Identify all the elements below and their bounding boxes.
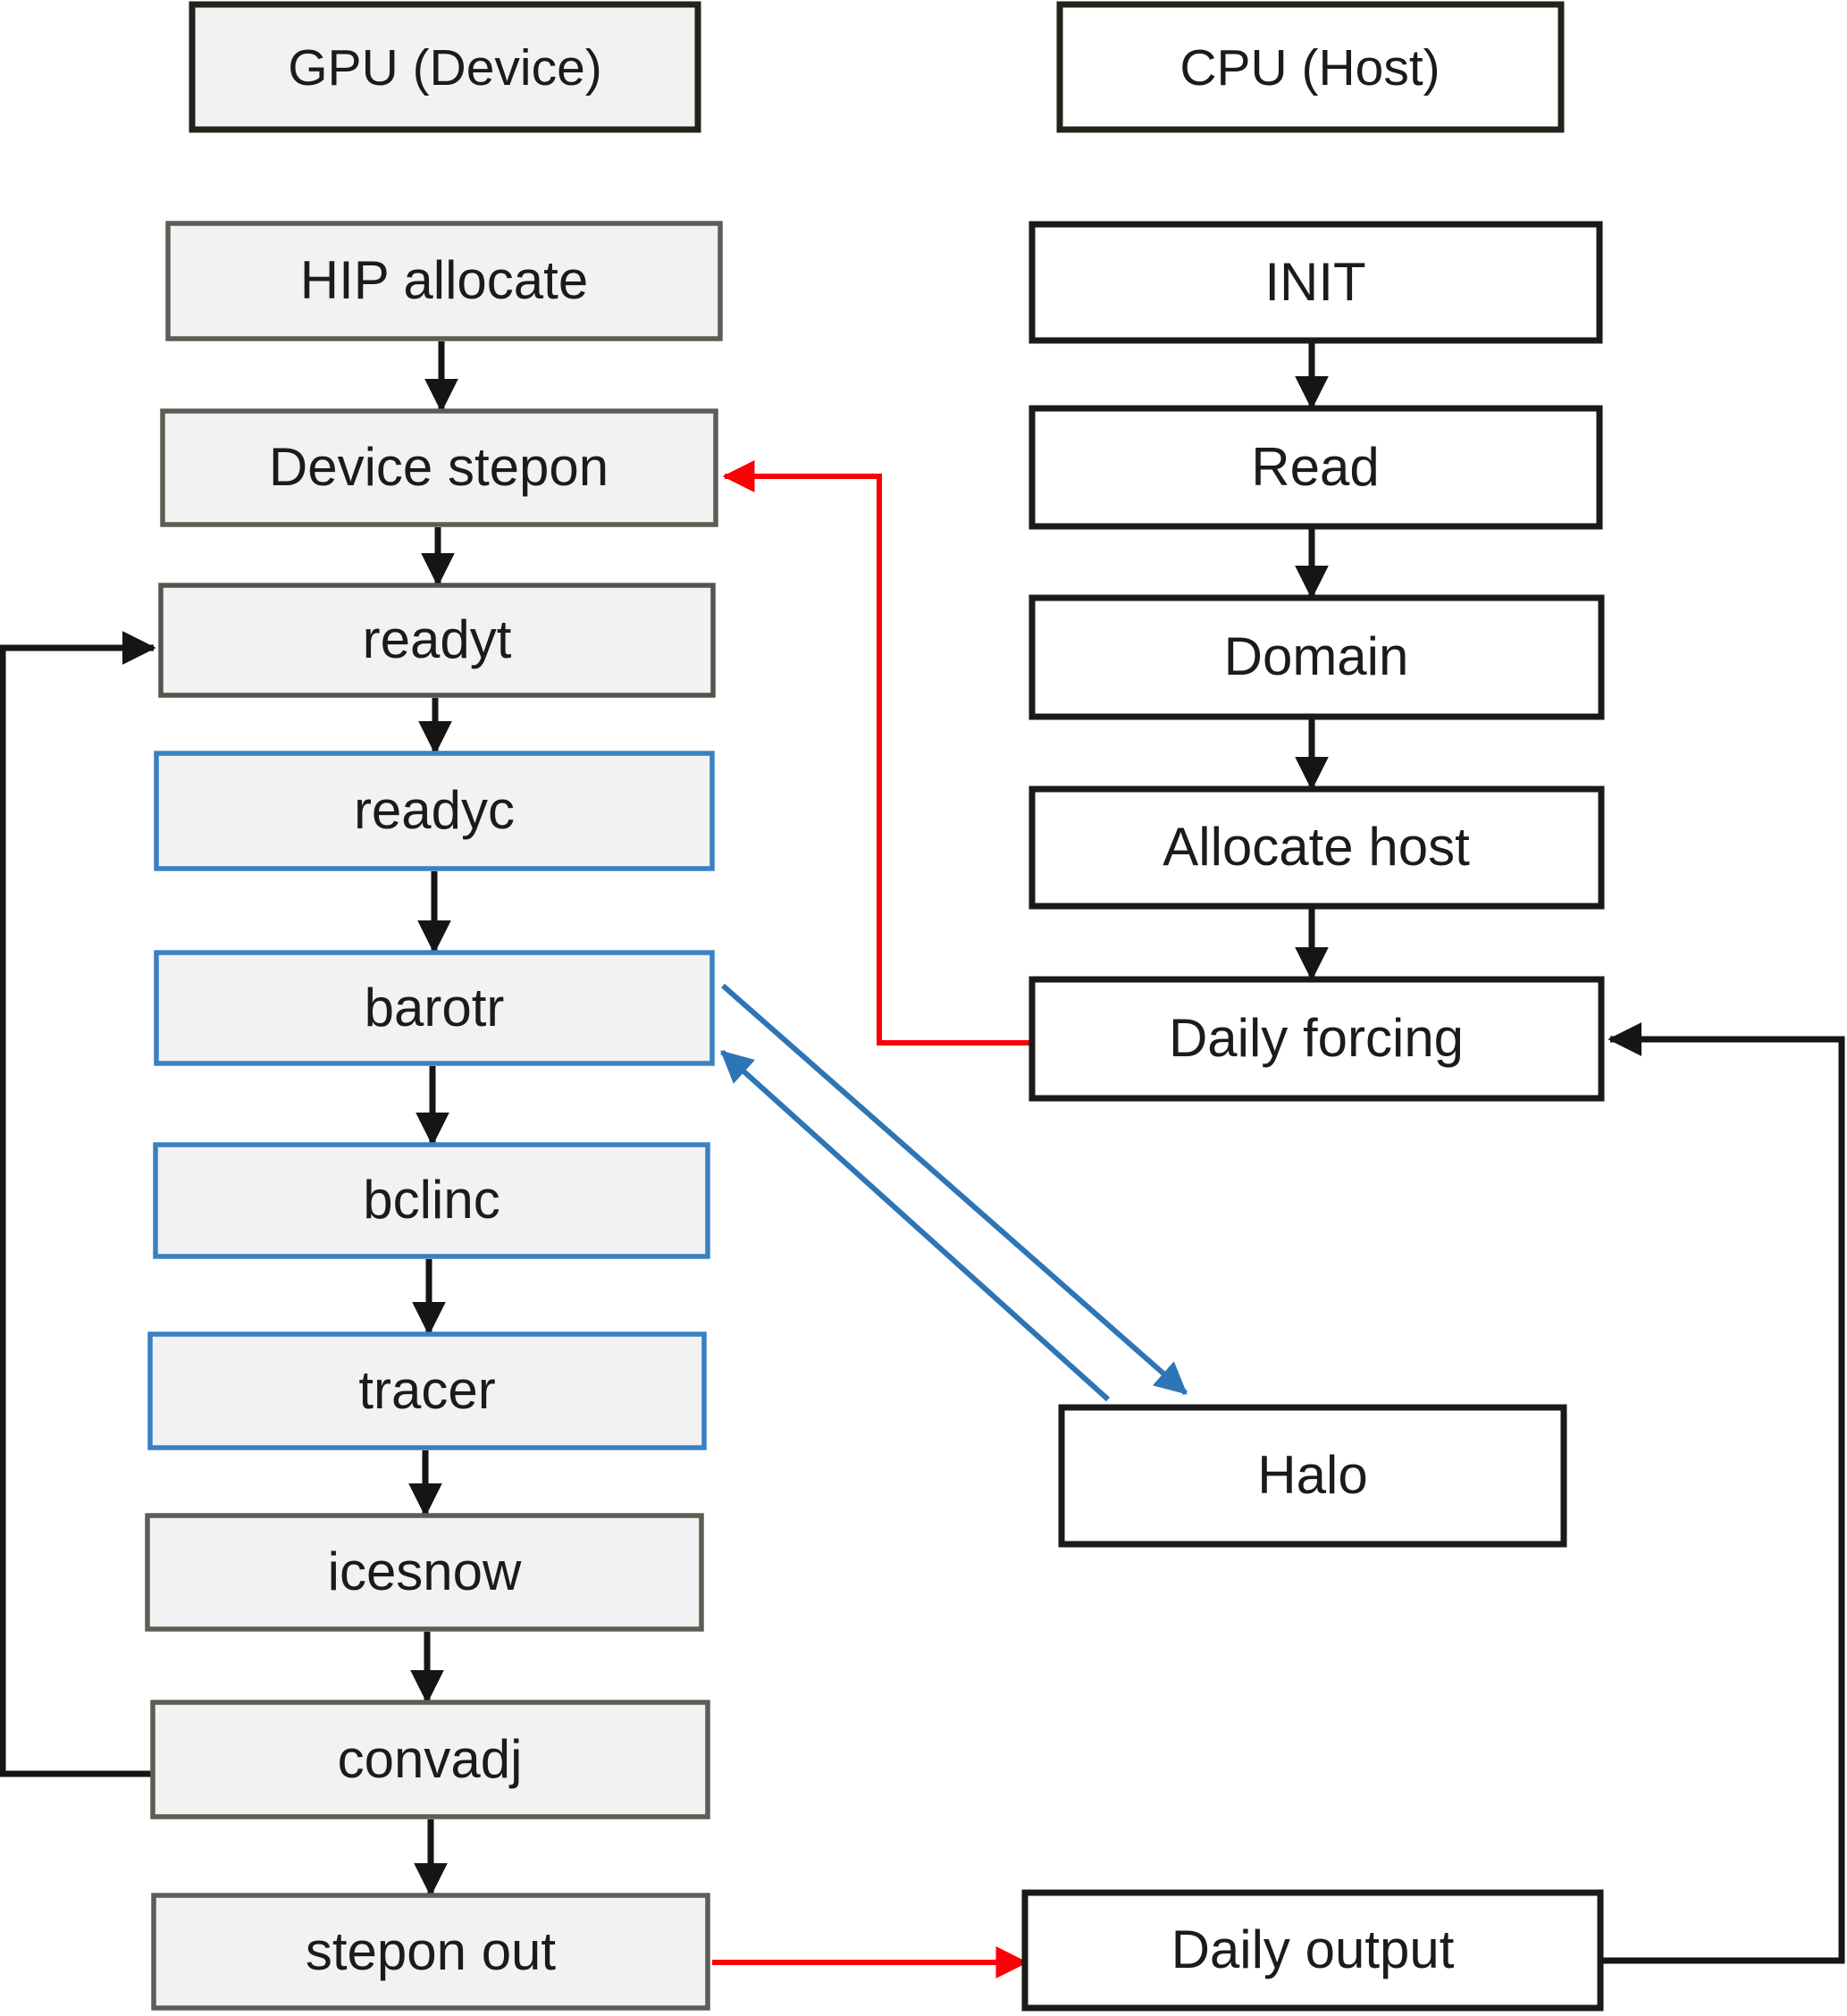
svg-text:Daily output: Daily output (1171, 1919, 1455, 1979)
svg-text:Daily forcing: Daily forcing (1169, 1008, 1464, 1068)
svg-text:tracer: tracer (358, 1360, 495, 1420)
svg-text:INIT: INIT (1264, 252, 1365, 312)
svg-text:Halo: Halo (1257, 1445, 1367, 1505)
svg-text:barotr: barotr (365, 978, 505, 1037)
svg-text:Read: Read (1251, 437, 1379, 497)
svg-text:readyc: readyc (354, 780, 515, 840)
svg-text:Domain: Domain (1224, 626, 1409, 686)
svg-text:Allocate host: Allocate host (1163, 817, 1470, 877)
svg-text:icesnow: icesnow (328, 1541, 522, 1601)
svg-text:Device stepon: Device stepon (269, 437, 609, 497)
svg-text:GPU (Device): GPU (Device) (288, 39, 602, 97)
svg-text:readyt: readyt (363, 609, 512, 669)
svg-text:HIP allocate: HIP allocate (300, 250, 588, 310)
svg-text:convadj: convadj (338, 1729, 523, 1789)
svg-text:CPU (Host): CPU (Host) (1180, 39, 1440, 97)
svg-text:bclinc: bclinc (363, 1170, 500, 1230)
svg-text:stepon out: stepon out (306, 1921, 557, 1981)
